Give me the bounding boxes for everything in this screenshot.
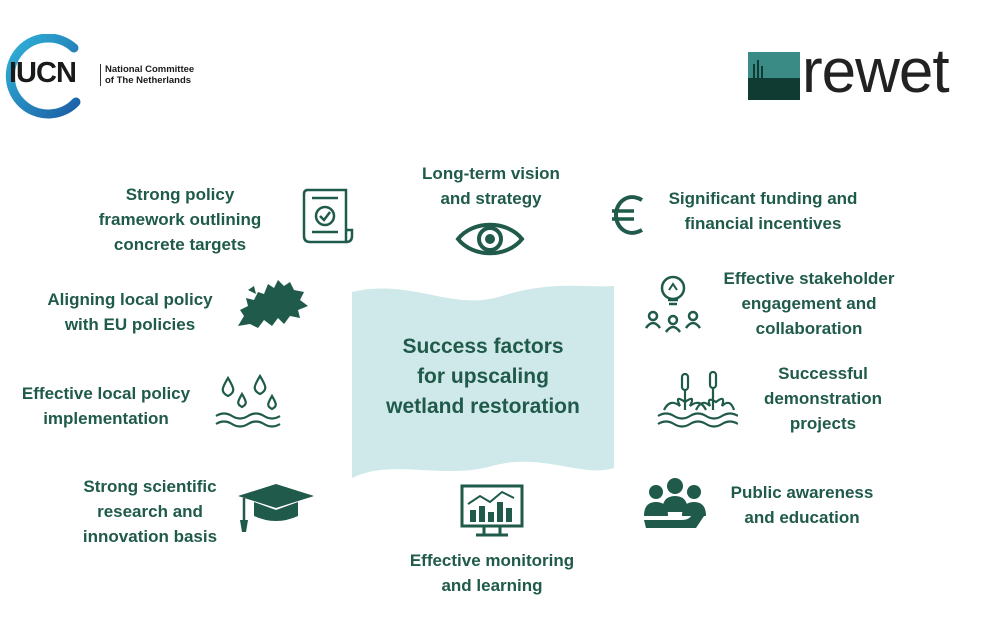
center-title-line2: for upscaling (417, 365, 549, 388)
factor-funding-line1: Significant funding and (668, 189, 858, 208)
europe-map-icon (234, 276, 310, 332)
factor-stakeholders-line1: Effective stakeholder (723, 269, 895, 288)
center-title: Success factors for upscaling wetland re… (352, 332, 614, 422)
factor-vision: Long-term vision and strategy (396, 161, 586, 211)
factor-local-policy: Effective local policy implementation (6, 381, 206, 431)
graduation-cap-icon (236, 482, 316, 534)
center-title-line3: wetland restoration (386, 395, 580, 418)
factor-demonstration-line3: projects (789, 414, 857, 433)
factor-funding-line2: financial incentives (684, 214, 842, 233)
factor-research-line1: Strong scientific (83, 477, 217, 496)
factor-monitoring: Effective monitoring and learning (394, 548, 590, 598)
euro-icon (612, 194, 646, 236)
iucn-ring-icon (5, 34, 81, 119)
iucn-subtitle-line2: of The Netherlands (105, 75, 192, 86)
factor-monitoring-line2: and learning (441, 576, 543, 595)
factor-monitoring-line1: Effective monitoring (409, 551, 575, 570)
iucn-divider (100, 64, 101, 86)
factor-policy-framework-line1: Strong policy (125, 185, 235, 204)
factor-policy-framework: Strong policy framework outlining concre… (70, 182, 290, 257)
factor-awareness: Public awareness and education (716, 480, 888, 530)
factor-policy-framework-line2: framework outlining (98, 210, 262, 229)
factor-vision-line1: Long-term vision (422, 164, 560, 183)
factor-eu-policies-line1: Aligning local policy (47, 290, 213, 309)
certificate-document-icon (300, 186, 354, 250)
center-title-line1: Success factors (402, 335, 564, 358)
factor-eu-policies-line2: with EU policies (64, 315, 196, 334)
factor-demonstration-line2: demonstration (763, 389, 883, 408)
iucn-subtitle: National Committee of The Netherlands (105, 64, 194, 86)
factor-policy-framework-line3: concrete targets (113, 235, 247, 254)
eye-icon (455, 218, 525, 260)
factor-research-line2: research and (97, 502, 203, 521)
factor-awareness-line1: Public awareness (730, 483, 874, 502)
monitor-chart-icon (460, 484, 524, 538)
factor-demonstration-line1: Successful (778, 364, 868, 383)
wetland-plants-icon (656, 366, 738, 430)
factor-stakeholders-line2: engagement and (741, 294, 877, 313)
factor-research-line3: innovation basis (82, 527, 218, 546)
water-drops-icon (214, 374, 282, 432)
iucn-subtitle-line1: National Committee (105, 64, 195, 75)
iucn-wordmark: IUCN (9, 57, 77, 89)
people-group-icon (642, 476, 708, 534)
lightbulb-people-icon (642, 272, 704, 334)
rewet-emblem-icon (748, 52, 800, 100)
factor-stakeholders-line3: collaboration (755, 319, 863, 338)
factor-local-policy-line1: Effective local policy (21, 384, 191, 403)
factor-local-policy-line2: implementation (43, 409, 169, 428)
iucn-logo: IUCN National Committee of The Netherlan… (4, 34, 224, 120)
center-banner (352, 285, 614, 478)
factor-funding: Significant funding and financial incent… (648, 186, 878, 236)
factor-research: Strong scientific research and innovatio… (62, 474, 238, 549)
factor-demonstration: Successful demonstration projects (746, 361, 900, 436)
factor-awareness-line2: and education (744, 508, 860, 527)
rewet-wordmark: rewet (802, 37, 950, 106)
factor-stakeholders: Effective stakeholder engagement and col… (704, 266, 914, 341)
factor-eu-policies: Aligning local policy with EU policies (28, 287, 232, 337)
rewet-logo: rewet (746, 40, 986, 110)
factor-vision-line2: and strategy (440, 189, 542, 208)
